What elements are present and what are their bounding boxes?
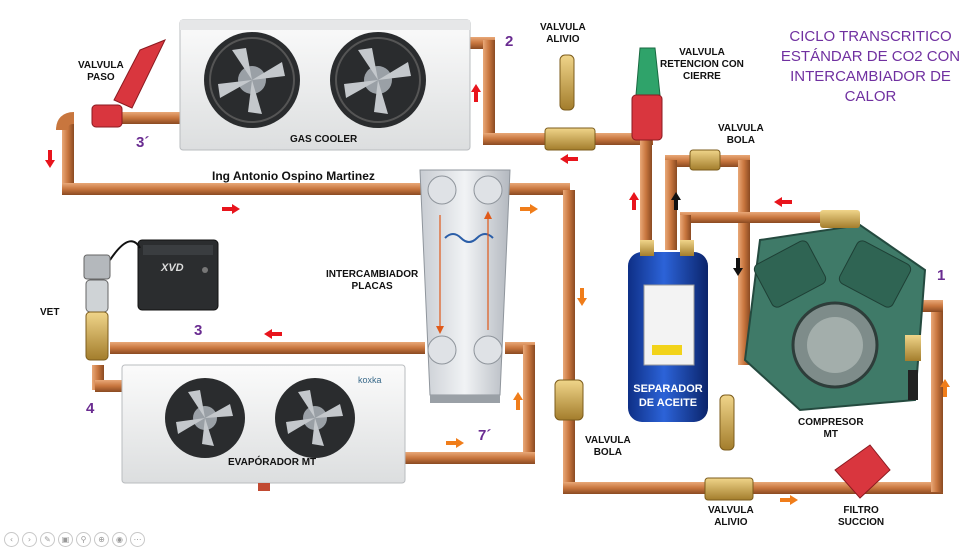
label-valvula-alivio-top: VALVULA ALIVIO bbox=[540, 22, 586, 45]
point-3: 3 bbox=[194, 322, 203, 339]
arrow-red-icon bbox=[774, 197, 792, 207]
arrow-orange-icon bbox=[577, 288, 587, 306]
label-evaporador: EVAPÓRADOR MT bbox=[228, 457, 317, 468]
slideshow-toolbar: ‹ › ✎ ▣ ⚲ ⊕ ◉ ⋯ bbox=[4, 532, 145, 548]
label-valvula-alivio-bottom: VALVULA ALIVIO bbox=[708, 505, 754, 528]
valvula-alivio-top bbox=[544, 54, 596, 151]
label-valvula-paso: VALVULA PASO bbox=[78, 60, 124, 83]
label-valvula-bola-bottom: VALVULA BOLA bbox=[585, 435, 631, 458]
arrow-red-icon bbox=[45, 150, 55, 168]
oil-separator bbox=[628, 240, 708, 422]
point-7-prime: 7´ bbox=[478, 427, 492, 444]
arrow-red-icon bbox=[471, 84, 481, 102]
evaporator-unit bbox=[121, 364, 406, 491]
flow-arrows bbox=[45, 84, 950, 505]
point-4: 4 bbox=[86, 400, 95, 417]
pipe-segment bbox=[62, 118, 74, 188]
arrow-orange-icon bbox=[513, 392, 523, 410]
arrow-red-icon bbox=[264, 329, 282, 339]
point-1: 1 bbox=[937, 267, 946, 284]
next-icon[interactable]: › bbox=[22, 532, 37, 547]
label-separador: SEPARADOR DE ACEITE bbox=[633, 383, 703, 409]
zoom-icon[interactable]: ⊕ bbox=[94, 532, 109, 547]
pipe-segment bbox=[62, 183, 422, 195]
evaporator-brand: koxka bbox=[358, 375, 382, 385]
pipe-segment bbox=[738, 160, 750, 365]
label-compresor: COMPRESOR MT bbox=[798, 417, 864, 440]
fan-icon bbox=[330, 32, 426, 128]
pipe-segment bbox=[680, 212, 840, 223]
arrow-orange-icon bbox=[520, 204, 538, 214]
arrow-orange-icon bbox=[780, 495, 798, 505]
label-gas-cooler: GAS COOLER bbox=[290, 134, 358, 145]
label-valvula-bola-top: VALVULA BOLA bbox=[718, 123, 764, 146]
pipe-segment bbox=[563, 410, 575, 485]
gas-cooler bbox=[179, 19, 471, 151]
pipe-segment bbox=[931, 300, 943, 492]
valvula-bola-bottom bbox=[554, 379, 584, 421]
valvula-bola-top bbox=[689, 149, 721, 171]
valvula-retencion bbox=[631, 47, 663, 141]
arrow-red-icon bbox=[560, 154, 578, 164]
pipe-elbow bbox=[56, 112, 75, 131]
point-2: 2 bbox=[505, 33, 514, 50]
arrow-red-icon bbox=[629, 192, 639, 210]
expansion-valve-vet bbox=[83, 254, 111, 361]
pipe-segment bbox=[405, 452, 535, 464]
controller-xvd bbox=[109, 239, 219, 311]
valvula-alivio-bottom bbox=[704, 394, 754, 501]
plate-heat-exchanger bbox=[419, 169, 511, 403]
label-intercambiador: INTERCAMBIADOR PLACAS bbox=[326, 269, 419, 292]
controller-label: XVD bbox=[161, 262, 184, 274]
diagram-title: CICLO TRANSCRITICO ESTÁNDAR DE CO2 CON I… bbox=[780, 28, 961, 105]
arrow-orange-icon bbox=[446, 438, 464, 448]
arrow-red-icon bbox=[222, 204, 240, 214]
valvula-paso bbox=[91, 39, 167, 128]
label-valvula-retencion: VALVULA RETENCION CON CIERRE bbox=[660, 47, 744, 82]
arrow-orange-icon bbox=[940, 379, 950, 397]
point-3-prime: 3´ bbox=[136, 134, 150, 151]
prev-icon[interactable]: ‹ bbox=[4, 532, 19, 547]
fan-icon bbox=[275, 378, 355, 458]
pen-icon[interactable]: ✎ bbox=[40, 532, 55, 547]
pipe-segment bbox=[523, 345, 535, 460]
search-icon[interactable]: ⚲ bbox=[76, 532, 91, 547]
arrow-black-icon bbox=[671, 192, 681, 210]
pipe-segment bbox=[665, 160, 677, 250]
pipe-segment bbox=[110, 342, 425, 354]
arrow-black-icon bbox=[733, 258, 743, 276]
camera-icon[interactable]: ◉ bbox=[112, 532, 127, 547]
pipe-segment bbox=[505, 183, 570, 195]
pipe-segment bbox=[680, 215, 691, 250]
fan-icon bbox=[165, 378, 245, 458]
pipe-segment bbox=[483, 40, 495, 140]
label-filtro-succion: FILTRO SUCCION bbox=[838, 505, 885, 528]
more-icon[interactable]: ⋯ bbox=[130, 532, 145, 547]
author-credit: Ing Antonio Ospino Martinez bbox=[212, 169, 375, 183]
label-vet: VET bbox=[40, 307, 60, 318]
pipe-segment bbox=[95, 380, 125, 392]
filtro-succion bbox=[834, 444, 891, 499]
compressor bbox=[743, 210, 927, 412]
pipe-segment bbox=[563, 190, 575, 380]
slides-icon[interactable]: ▣ bbox=[58, 532, 73, 547]
pipe-segment bbox=[640, 130, 652, 250]
fan-icon bbox=[204, 32, 300, 128]
